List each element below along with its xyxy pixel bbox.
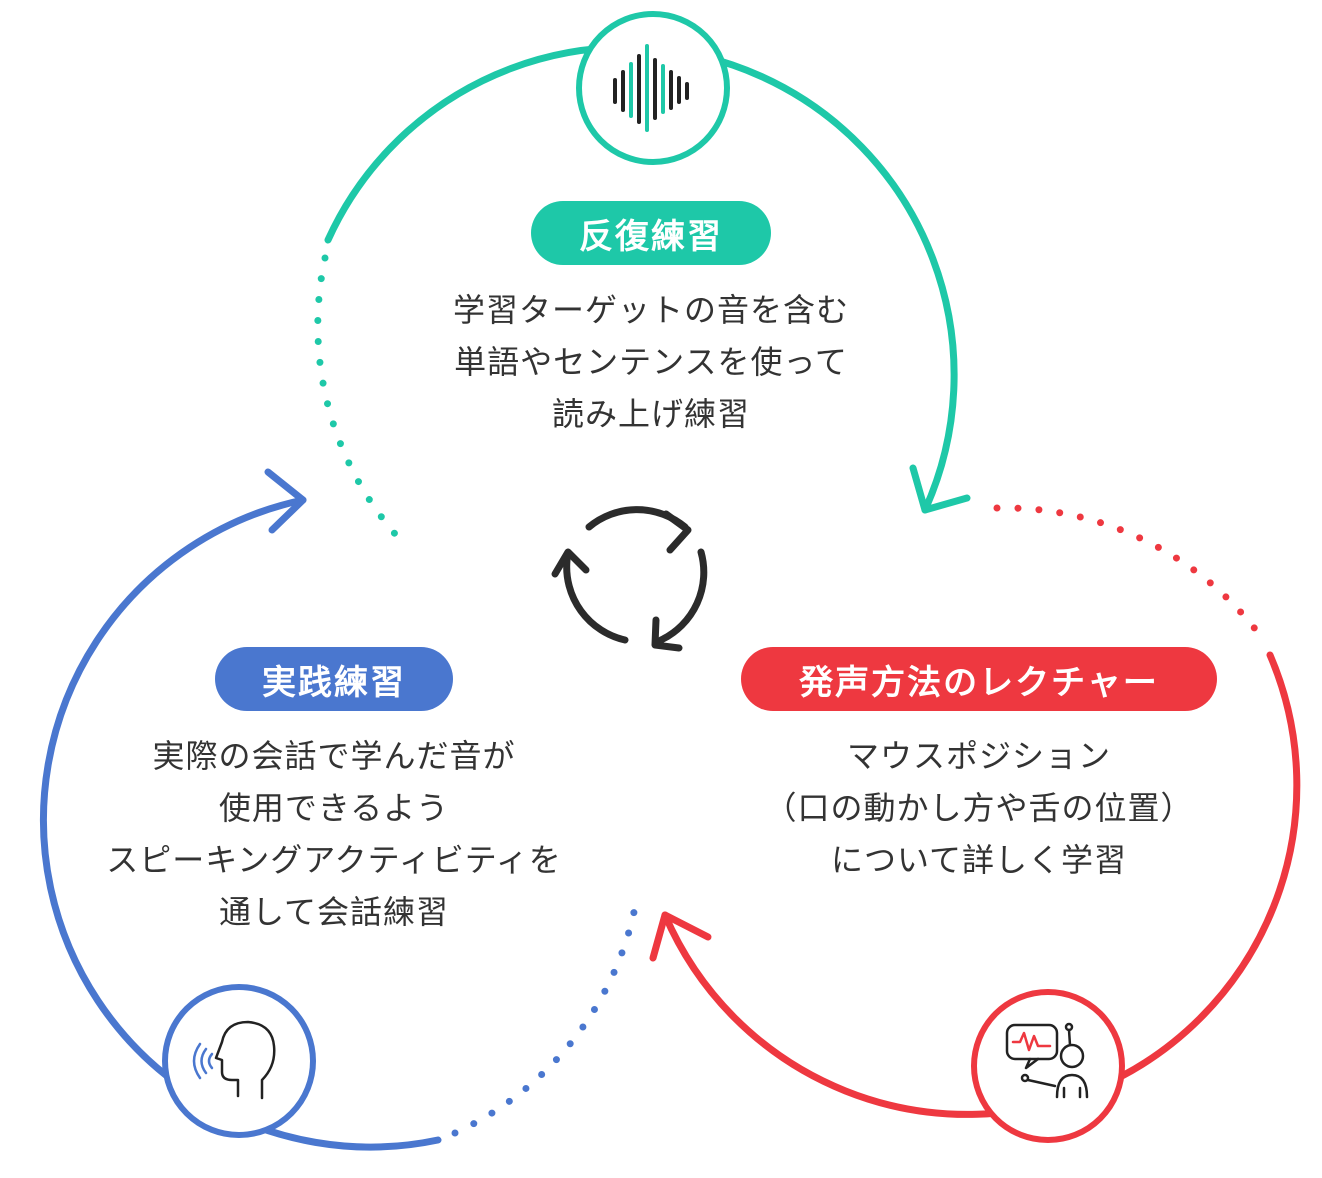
- repeat-practice-description: 学習ターゲットの音を含む 単語やセンテンスを使って 読み上げ練習: [401, 284, 901, 440]
- lecture-desc-line-1: マウスポジション: [846, 737, 1111, 775]
- practice-title: 実践練習: [215, 647, 453, 711]
- repeat-desc-line-2: 単語やセンテンスを使って: [454, 343, 848, 381]
- lecture-ring-arrowhead: [649, 911, 712, 962]
- lecture-desc-line-2: （口の動かし方や舌の位置）: [764, 789, 1194, 827]
- repeat-ring-arrowhead: [909, 464, 971, 514]
- practice-desc-line-4: 通して会話練習: [218, 893, 450, 931]
- lecture-description: マウスポジション （口の動かし方や舌の位置） について詳しく学習: [739, 730, 1219, 886]
- repeat-desc-line-1: 学習ターゲットの音を含む: [452, 291, 849, 329]
- lecture-desc-line-3: について詳しく学習: [830, 841, 1128, 879]
- lecture-title: 発声方法のレクチャー: [741, 647, 1217, 711]
- practice-ring: [39, 468, 641, 1151]
- practice-icon-badge: [162, 984, 316, 1138]
- speaking-head-icon: [192, 1020, 276, 1100]
- practice-desc-line-1: 実際の会話で学んだ音が: [152, 737, 516, 775]
- cycle-arrows-icon: [551, 506, 708, 652]
- lecture-ring-dotted-arc: [993, 504, 1266, 642]
- repeat-ring-solid-arc: [324, 43, 958, 514]
- lecture-icon-badge: [971, 989, 1125, 1143]
- repeat-practice-title: 反復練習: [531, 201, 771, 265]
- practice-ring-dotted-arc: [451, 893, 641, 1137]
- repeat-practice-ring: [314, 43, 971, 549]
- practice-desc-line-3: スピーキングアクティビティを: [106, 841, 562, 879]
- repeat-desc-line-3: 読み上げ練習: [551, 395, 750, 433]
- repeat-icon-badge: [576, 11, 730, 165]
- practice-desc-line-2: 使用できるよう: [218, 789, 450, 827]
- sound-wave-icon: [613, 44, 689, 132]
- speech-lecture-icon: [1005, 1022, 1089, 1099]
- repeat-ring-dotted-arc: [314, 254, 409, 549]
- practice-description: 実際の会話で学んだ音が 使用できるよう スピーキングアクティビティを 通して会話…: [74, 730, 594, 938]
- practice-ring-solid-arc: [39, 496, 442, 1151]
- practice-ring-arrowhead: [264, 468, 307, 534]
